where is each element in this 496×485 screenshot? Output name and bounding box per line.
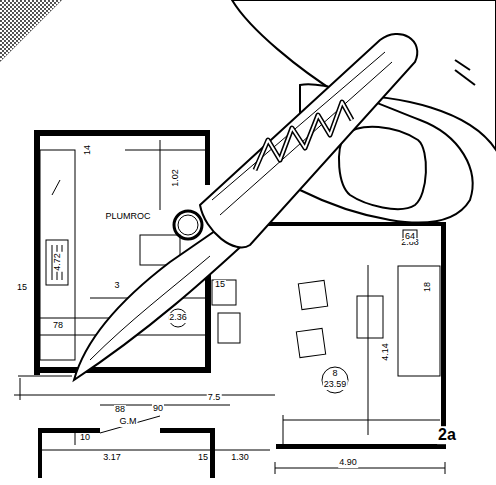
dimension-label: 23.59 bbox=[323, 380, 348, 390]
dimension-label: 88 bbox=[114, 405, 126, 415]
dimension-label: 7.5 bbox=[207, 393, 222, 403]
dimension-label: 64 bbox=[404, 232, 416, 242]
dimension-label: 2.36 bbox=[168, 313, 188, 323]
dimension-label: 18 bbox=[423, 281, 433, 293]
pocket-knife bbox=[74, 34, 417, 380]
sheet-number: 2a bbox=[437, 426, 457, 444]
dimension-label: 90 bbox=[152, 404, 164, 414]
dimension-label: 4.72 bbox=[53, 252, 63, 272]
dimension-label: G.M bbox=[119, 417, 138, 427]
dimension-label: 3.17 bbox=[102, 453, 122, 463]
dimension-label: 3 bbox=[113, 281, 120, 291]
dimension-label: 1.30 bbox=[230, 453, 250, 463]
screen-corner bbox=[0, 0, 62, 62]
dimension-label: 15 bbox=[214, 280, 226, 290]
dimension-label: 78 bbox=[52, 321, 64, 331]
dimension-label: PLUMROC bbox=[104, 212, 151, 222]
dimension-label: 10 bbox=[79, 433, 91, 443]
dimension-label: 14 bbox=[83, 144, 93, 156]
dimension-label: 8 bbox=[331, 369, 338, 379]
dimension-label: 1.02 bbox=[171, 168, 181, 188]
dimension-label: 4.14 bbox=[381, 342, 391, 362]
dimension-label: 4.90 bbox=[338, 458, 358, 468]
dimension-label: 15 bbox=[16, 283, 28, 293]
dimension-label: 15 bbox=[197, 453, 209, 463]
